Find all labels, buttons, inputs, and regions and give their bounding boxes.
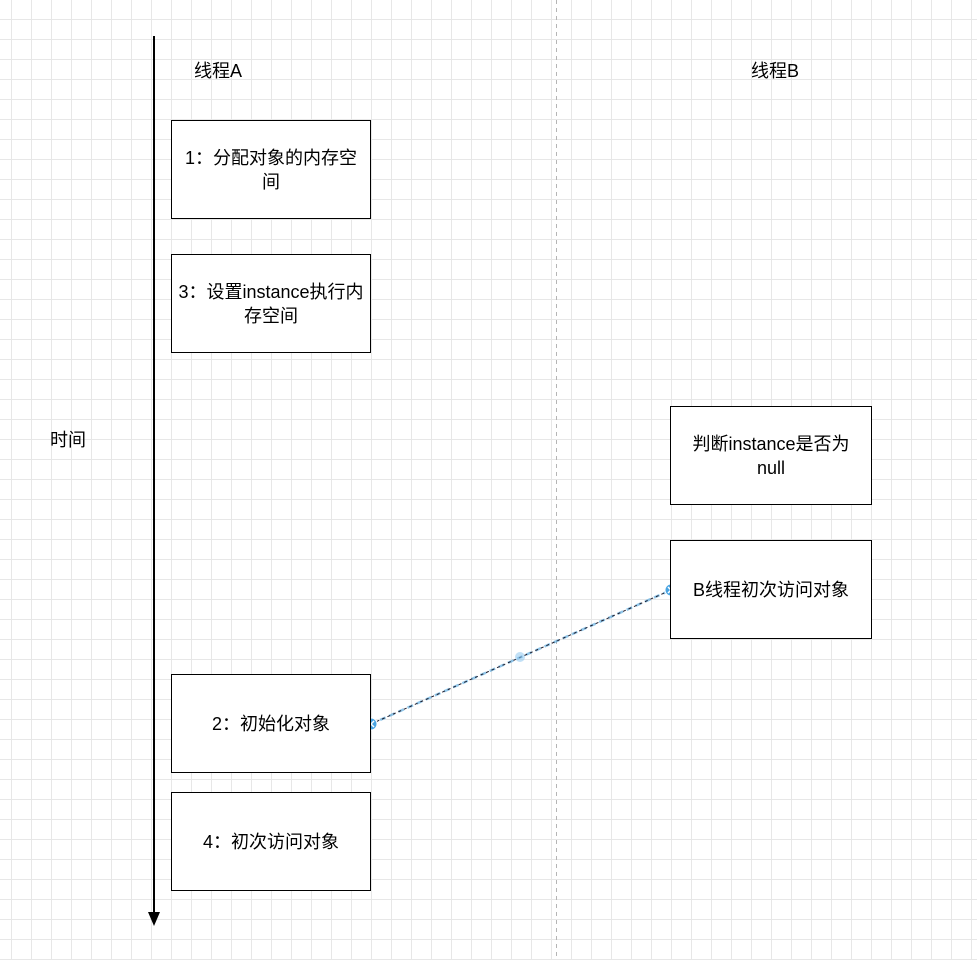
thread-a-step-2-text: 2：初始化对象: [211, 713, 330, 734]
thread-a-step-4-box[interactable]: 4：初次访问对象: [171, 792, 371, 891]
thread-b-check-box[interactable]: 判断instance是否为null: [670, 406, 872, 505]
thread-a-step-3-box[interactable]: 3：设置instance执行内存空间: [171, 254, 371, 353]
thread-b-access-box[interactable]: B线程初次访问对象: [670, 540, 872, 639]
thread-a-step-1-box[interactable]: 1：分配对象的内存空间: [171, 120, 371, 219]
time-axis-label: 时间: [50, 430, 86, 450]
connector-midpoint-handle[interactable]: [515, 652, 525, 662]
thread-a-step-4-text: 4：初次访问对象: [202, 831, 339, 852]
thread-b-access-text: B线程初次访问对象: [692, 579, 849, 600]
lane-title-thread-a: 线程A: [194, 61, 243, 81]
time-axis-arrowhead: [148, 912, 160, 926]
thread-a-step-3-text: 3：设置instance执行内存空间: [178, 281, 364, 326]
thread-a-step-1-text: 1：分配对象的内存空间: [184, 147, 357, 192]
thread-b-check-text: 判断instance是否为null: [692, 433, 850, 478]
thread-a-step-2-box[interactable]: 2：初始化对象: [171, 674, 371, 773]
lane-title-thread-b: 线程B: [751, 61, 800, 81]
